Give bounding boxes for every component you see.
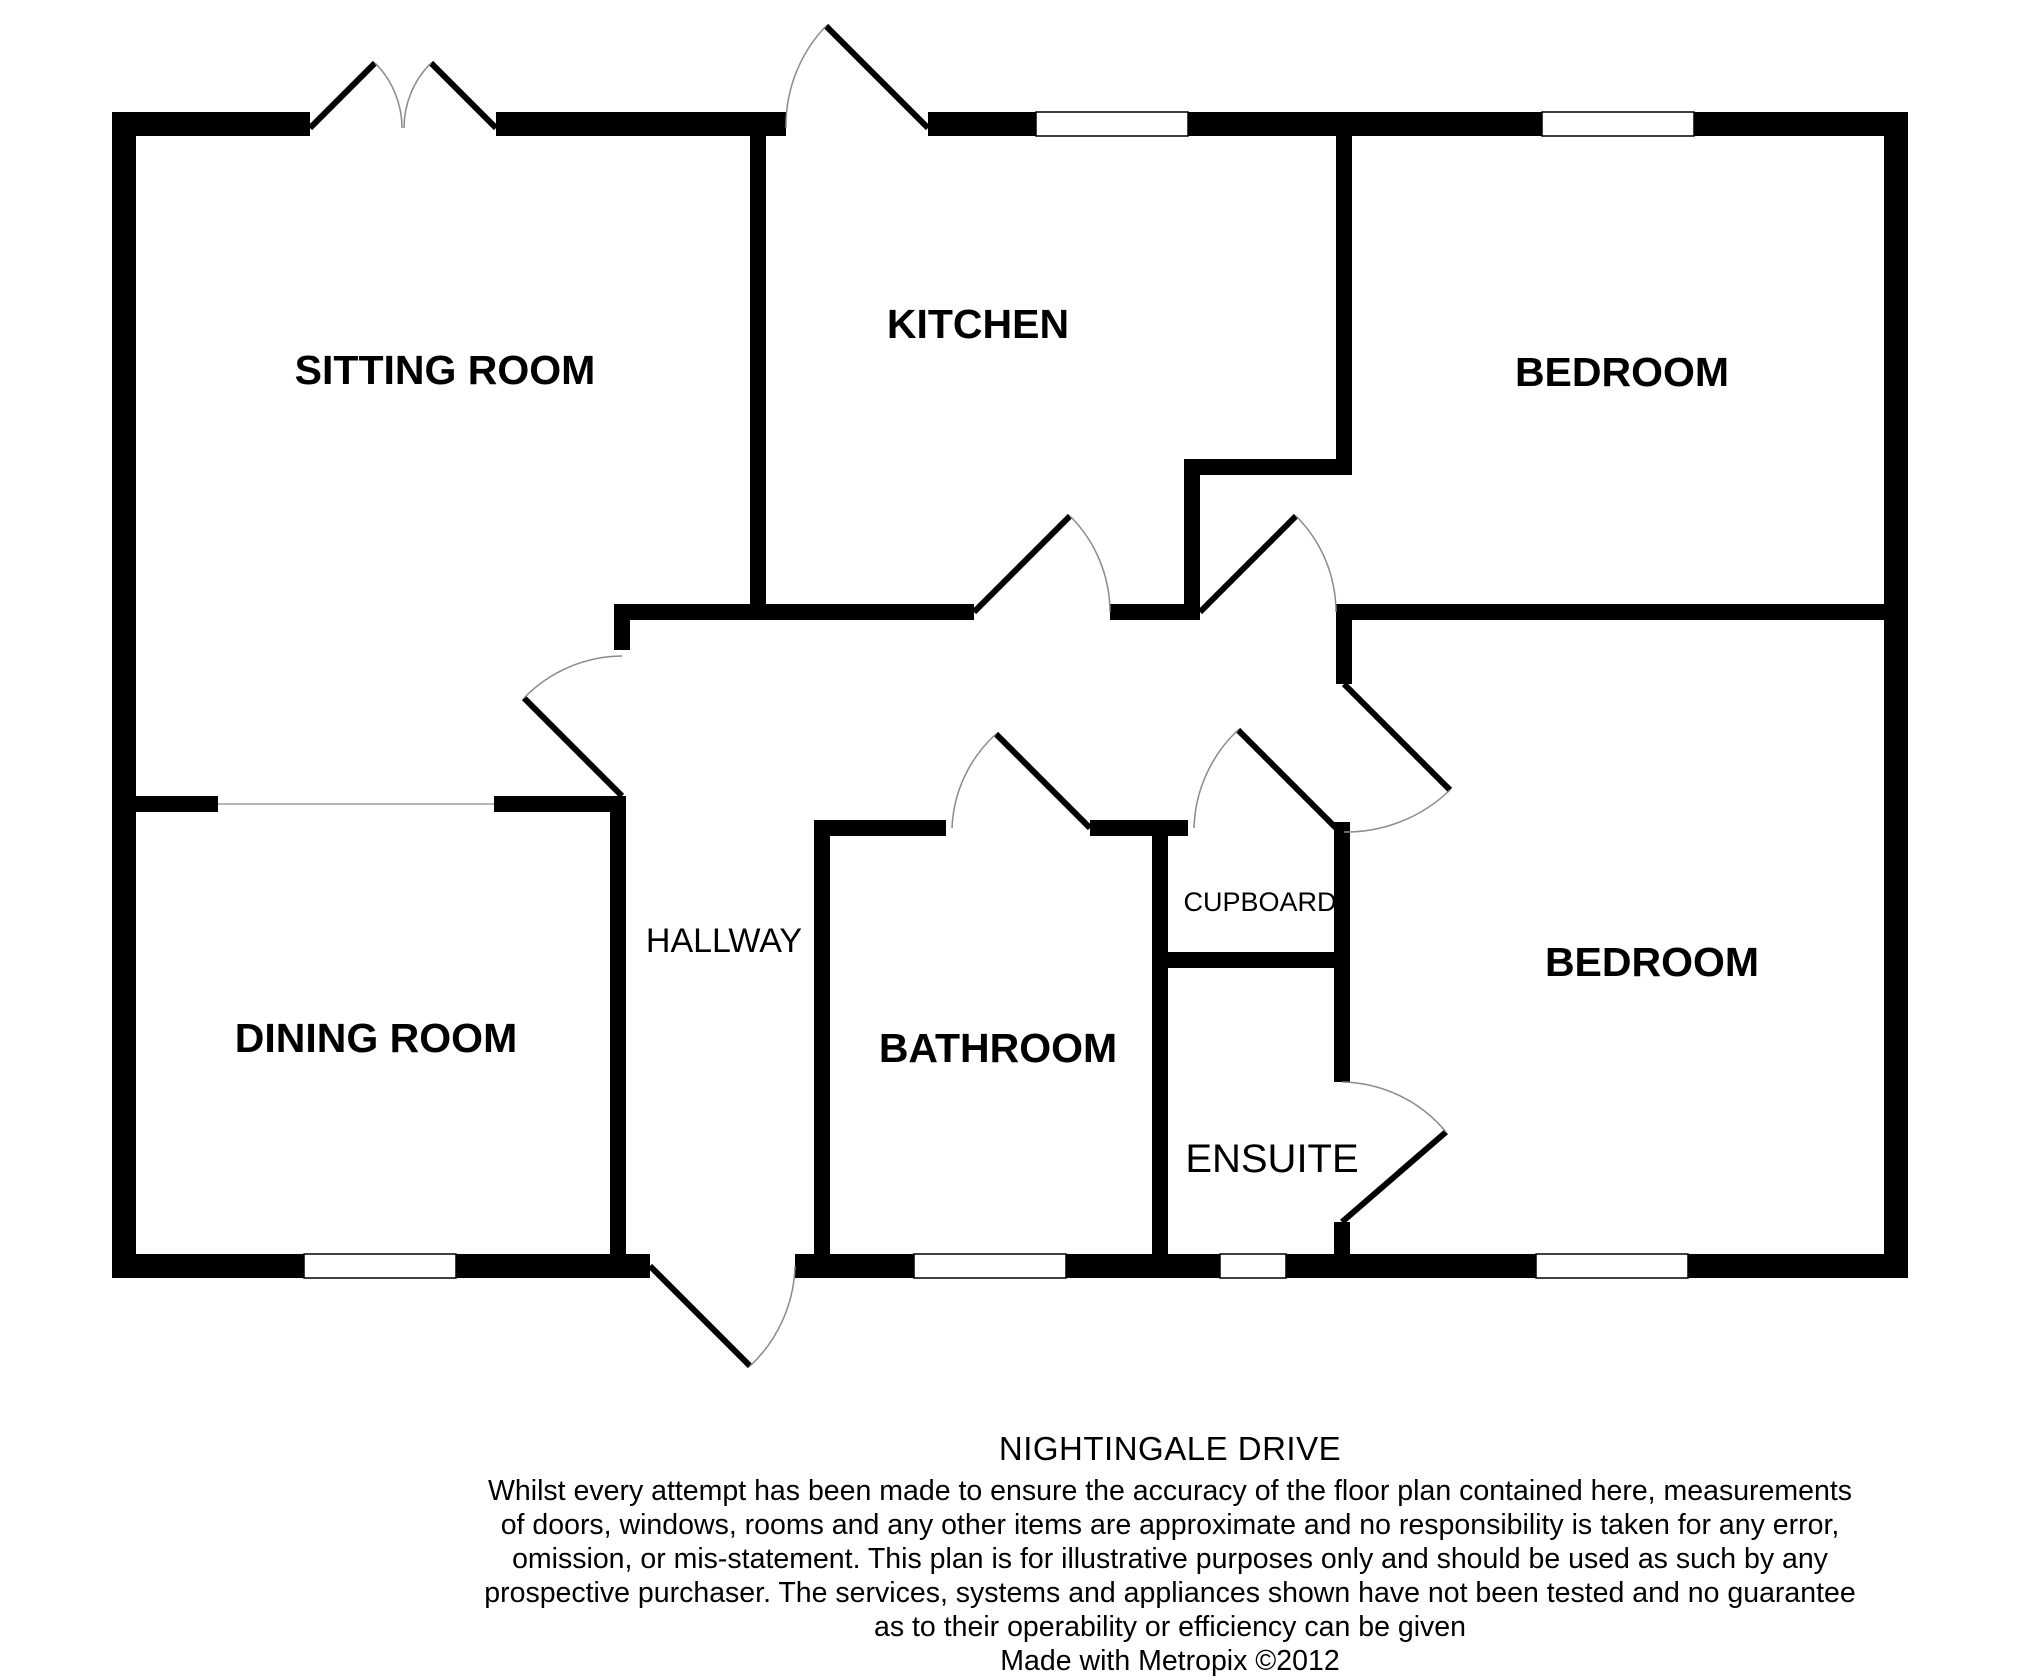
wall-kitchen-bedroom [1336,125,1352,475]
window-bedroom-bottom [1535,1253,1689,1279]
room-label-sitting-room: SITTING ROOM [295,347,596,393]
wall-left [112,112,136,1278]
disclaimer-line: omission, or mis-statement. This plan is… [512,1543,1828,1575]
room-label-ensuite: ENSUITE [1185,1137,1358,1181]
wall-bathroom-top-right [1090,820,1188,836]
property-title: NIGHTINGALE DRIVE [998,1430,1342,1467]
plan-footer: NIGHTINGALE DRIVE Whilst every attempt h… [400,1430,1940,1678]
wall-ensuite-bedroom-mid [1334,822,1350,1082]
exterior-walls [112,112,1908,1278]
wall-bathroom-top-left [814,820,946,836]
room-label-dining-room: DINING ROOM [235,1015,517,1061]
window-dining [303,1253,457,1279]
wall-bedrooms-divider [1336,604,1896,620]
disclaimer-line: of doors, windows, rooms and any other i… [500,1509,1840,1541]
doors[interactable] [307,23,1453,1369]
wall-ensuite-bedroom-low [1334,1222,1350,1266]
door-bedroom1-hall[interactable] [1197,513,1337,615]
disclaimer: Whilst every attempt has been made to en… [400,1474,1940,1644]
disclaimer-line: prospective purchaser. The services, sys… [484,1577,1856,1609]
wall-sitting-dining-left [125,796,218,812]
wall-dining-hallway [610,796,626,1266]
door-front[interactable] [647,1263,796,1369]
room-label-bathroom: BATHROOM [879,1025,1117,1071]
wall-hall-top-left [614,604,974,620]
wall-bathroom-left [814,820,830,1266]
wall-sitting-kitchen [750,125,766,610]
wall-sitting-dining-right [494,796,624,812]
interior-walls [125,125,1896,1266]
window-ensuite [1219,1253,1287,1279]
wall-hall-top-mid [1110,604,1200,620]
window-bathroom [913,1253,1067,1279]
credit-text: Made with Metropix ©2012 [1000,1645,1340,1677]
window-bedroom-top [1541,111,1695,137]
door-kitchen-hall[interactable] [971,513,1111,615]
room-label-bedroom-1: BEDROOM [1515,349,1729,395]
door-kitchen-external[interactable] [785,23,931,131]
wall-bedroom2-left-upper [1336,604,1352,684]
wall-top-sitting-right [496,112,786,136]
wall-kitchen-notch-h [1184,459,1352,475]
room-label-bedroom-2: BEDROOM [1545,939,1759,985]
disclaimer-line: as to their operability or efficiency ca… [874,1611,1466,1643]
door-bathroom[interactable] [951,731,1093,831]
window-kitchen [1035,111,1189,137]
room-label-hallway: HALLWAY [646,922,802,960]
room-label-kitchen: KITCHEN [887,301,1069,347]
windows [303,111,1695,1279]
wall-top-sitting-left [112,112,310,136]
door-hall-sitting[interactable] [521,655,625,799]
wall-hall-left-stub [614,604,630,650]
door-ensuite[interactable] [1340,1081,1448,1225]
disclaimer-line: Whilst every attempt has been made to en… [488,1475,1852,1507]
door-cupboard[interactable] [1193,727,1339,831]
wall-kitchen-notch-v [1184,459,1200,609]
door-sitting-room-french[interactable] [307,60,499,131]
door-bedroom2-hall[interactable] [1341,681,1453,833]
wall-bathroom-ensuite [1152,820,1168,1266]
wall-cupboard-ensuite [1160,952,1350,968]
wall-right [1884,112,1908,1278]
room-label-cupboard: CUPBOARD [1183,887,1336,917]
